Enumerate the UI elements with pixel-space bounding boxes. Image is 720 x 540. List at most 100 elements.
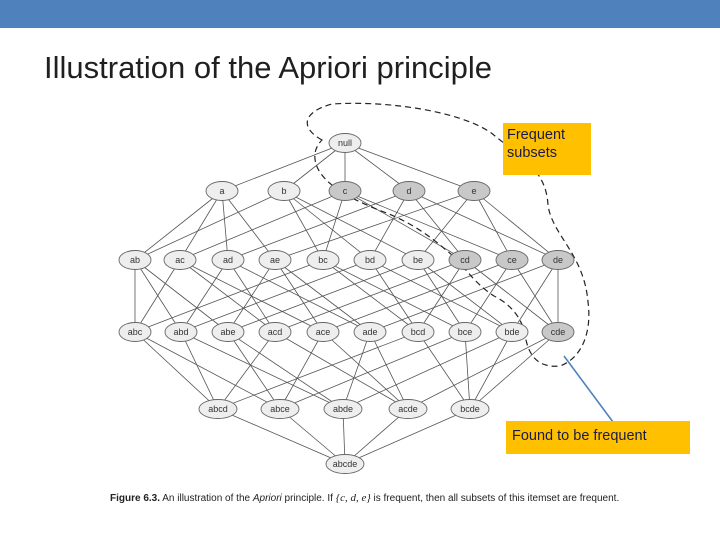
lattice-node-ellipse [450, 399, 490, 419]
lattice-edge [473, 190, 559, 261]
lattice-node-ellipse [448, 322, 482, 342]
lattice-node-ellipse [118, 250, 152, 270]
lattice-edge [322, 190, 346, 261]
lattice-node-b: b [267, 181, 301, 201]
lattice-node-abe: abe [211, 322, 245, 342]
lattice-node-ellipse [211, 322, 245, 342]
lattice-edge [342, 331, 371, 410]
lattice-edge [469, 331, 559, 410]
lattice-edge [464, 259, 513, 333]
lattice-node-ellipse [541, 250, 575, 270]
lattice-node-label: abd [173, 327, 188, 337]
lattice-edge [344, 142, 475, 192]
lattice-node-ellipse [448, 250, 482, 270]
lattice-node-ade: ade [353, 322, 387, 342]
figure-number: Figure 6.3. [110, 493, 161, 504]
lattice-node-ellipse [325, 454, 365, 474]
lattice-node-label: c [343, 186, 348, 196]
lattice-node-ellipse [211, 250, 245, 270]
lattice-edge [344, 408, 471, 465]
lattice-node-ellipse [388, 399, 428, 419]
lattice-edge [511, 259, 559, 333]
lattice-node-label: bc [318, 255, 328, 265]
lattice-node-label: a [219, 186, 224, 196]
lattice-node-bcd: bcd [401, 322, 435, 342]
lattice-edge [369, 190, 410, 261]
lattice-node-label: ade [362, 327, 377, 337]
lattice-node-ellipse [495, 322, 529, 342]
lattice-edge [344, 190, 466, 261]
lattice-edge [180, 331, 219, 410]
lattice-edge [217, 331, 276, 410]
frequent-subsets-boundary [306, 102, 590, 367]
lattice-node-ellipse [457, 181, 491, 201]
lattice-node-ellipse [306, 250, 340, 270]
lattice-edge [221, 190, 276, 261]
lattice-node-label: ab [130, 255, 140, 265]
lattice-node-label: cde [551, 327, 566, 337]
lattice-node-a: a [205, 181, 239, 201]
lattice-edge [274, 190, 475, 261]
lattice-node-ad: ad [211, 250, 245, 270]
lattice-edge [179, 259, 276, 333]
top-accent-bar [0, 0, 720, 28]
lattice-edge [221, 190, 229, 261]
lattice-edge [369, 259, 513, 333]
lattice-node-null: null [328, 133, 362, 153]
lattice-edge [283, 190, 324, 261]
lattice-node-abcd: abcd [198, 399, 238, 419]
lattice-edge [473, 190, 513, 261]
lattice-node-label: bcde [460, 404, 480, 414]
lattice-edge [134, 331, 281, 410]
lattice-node-ellipse [258, 322, 292, 342]
caption-emphasis: Apriori [252, 493, 282, 504]
lattice-node-ab: ab [118, 250, 152, 270]
caption-text-middle: principle. If [284, 493, 333, 504]
lattice-node-label: be [413, 255, 423, 265]
lattice-node-bde: bde [495, 322, 529, 342]
lattice-node-ae: ae [258, 250, 292, 270]
lattice-node-ellipse [267, 181, 301, 201]
lattice-node-bce: bce [448, 322, 482, 342]
lattice-node-ac: ac [163, 250, 197, 270]
lattice-node-ellipse [353, 250, 387, 270]
lattice-edge [369, 331, 409, 410]
caption-text-before: An illustration of the [162, 493, 251, 504]
lattice-edge [274, 331, 409, 410]
lattice-node-ellipse [353, 322, 387, 342]
lattice-edge [227, 331, 281, 410]
lattice-edge [279, 408, 346, 465]
lattice-edge [134, 259, 181, 333]
lattice-node-label: acd [268, 327, 283, 337]
found-to-be-frequent-callout: Found to be frequent [506, 421, 690, 454]
lattice-node-label: ad [223, 255, 233, 265]
lattice-node-ellipse [205, 181, 239, 201]
lattice-edge [344, 190, 513, 261]
lattice-edge [464, 331, 471, 410]
lattice-node-ellipse [495, 250, 529, 270]
lattice-node-label: e [471, 186, 476, 196]
lattice-node-label: ae [270, 255, 280, 265]
lattice-edge [227, 259, 419, 333]
lattice-node-bcde: bcde [450, 399, 490, 419]
lattice-edge [417, 190, 475, 261]
lattice-node-ellipse [198, 399, 238, 419]
lattice-edge [407, 331, 559, 410]
lattice-edge [283, 190, 419, 261]
lattice-node-ellipse [401, 322, 435, 342]
lattice-edges [134, 142, 559, 465]
lattice-edge [344, 142, 410, 192]
lattice-edge [179, 190, 223, 261]
lattice-edge [344, 408, 409, 465]
lattice-node-label: abcde [333, 459, 358, 469]
lattice-node-label: abce [270, 404, 290, 414]
lattice-edge [179, 190, 346, 261]
lattice-edge [180, 331, 344, 410]
lattice-node-ellipse [163, 250, 197, 270]
lattice-node-label: abde [333, 404, 353, 414]
lattice-node-ellipse [118, 322, 152, 342]
lattice-node-label: abe [220, 327, 235, 337]
lattice-edge [221, 142, 346, 192]
lattice-node-ellipse [306, 322, 340, 342]
